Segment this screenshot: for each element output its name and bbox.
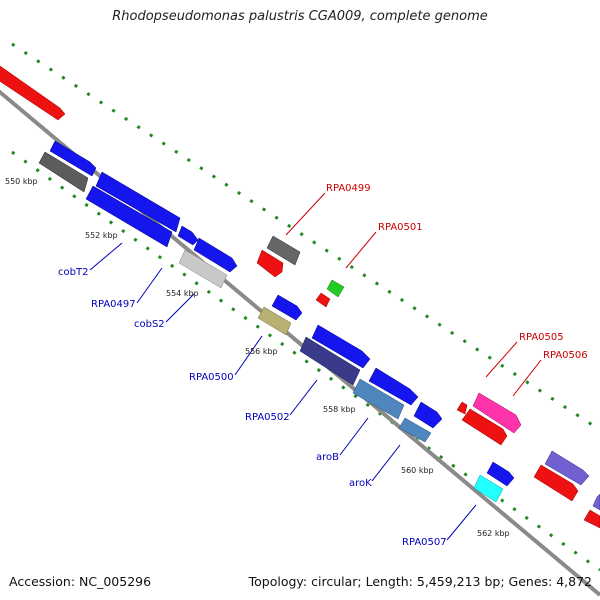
- gene-arrow-slateblue[interactable]: [544, 450, 590, 486]
- gene-arrow-red[interactable]: [533, 464, 579, 502]
- gene-arrow-green[interactable]: [326, 279, 345, 298]
- gene-label-rpa0502[interactable]: RPA0502: [245, 412, 290, 423]
- leader-arok: [371, 444, 401, 482]
- gene-arrow-blue[interactable]: [368, 367, 419, 406]
- tick-tracks: [11, 42, 600, 572]
- ruler-label: 550 kbp: [5, 177, 38, 186]
- leader-rpa0497: [136, 267, 163, 304]
- leader-rpa0502: [289, 379, 318, 416]
- gene-label-arob[interactable]: aroB: [316, 452, 339, 463]
- leader-rpa0505: [485, 341, 518, 378]
- gene-arrow-steelblue[interactable]: [352, 378, 405, 420]
- gene-labels: RPA0499 RPA0501 RPA0505 RPA0506 cobT2 RP…: [58, 183, 588, 548]
- tick-track-inner: [11, 150, 600, 572]
- gene-label-rpa0506[interactable]: RPA0506: [543, 350, 588, 361]
- gene-arrow-blue[interactable]: [49, 140, 97, 177]
- gene-label-rpa0499[interactable]: RPA0499: [326, 183, 371, 194]
- gene-label-rpa0497[interactable]: RPA0497: [91, 299, 136, 310]
- gene-arrow-red[interactable]: [256, 249, 284, 278]
- tick-track-outer: [11, 42, 600, 432]
- ruler-label: 554 kbp: [166, 289, 199, 298]
- gene-label-rpa0500[interactable]: RPA0500: [189, 372, 234, 383]
- gene-arrow-blue[interactable]: [311, 324, 371, 369]
- gene-label-arok[interactable]: aroK: [349, 478, 372, 489]
- gene-arrow-blue[interactable]: [486, 461, 515, 487]
- accession-text: Accession: NC_005296: [9, 574, 152, 589]
- gene-arrow-darkslate[interactable]: [299, 336, 361, 386]
- gene-arrow-magenta[interactable]: [472, 392, 522, 434]
- ruler-label: 556 kbp: [245, 347, 278, 356]
- gene-arrow-blue[interactable]: [95, 171, 181, 233]
- gene-label-rpa0505[interactable]: RPA0505: [519, 332, 564, 343]
- gene-arrow-olive[interactable]: [257, 306, 292, 336]
- ruler-label: 558 kbp: [323, 405, 356, 414]
- gene-arrow-steelblue[interactable]: [398, 417, 432, 443]
- gene-arrow-blue[interactable]: [413, 401, 443, 429]
- gene-label-cobs2[interactable]: cobS2: [134, 319, 165, 330]
- ruler-label: 552 kbp: [85, 231, 118, 240]
- gene-arrow-blue[interactable]: [193, 237, 238, 273]
- leader-cobs2: [165, 293, 195, 323]
- gene-label-rpa0507[interactable]: RPA0507: [402, 537, 447, 548]
- gene-label-rpa0501[interactable]: RPA0501: [378, 222, 423, 233]
- leader-arob: [339, 417, 369, 456]
- genome-summary-text: Topology: circular; Length: 5,459,213 bp…: [248, 574, 592, 589]
- gene-arrow-red[interactable]: [461, 408, 508, 446]
- genome-backbone: [0, 89, 600, 597]
- gene-label-cobt2[interactable]: cobT2: [58, 267, 88, 278]
- ruler-label: 562 kbp: [477, 529, 510, 538]
- gene-arrow-red[interactable]: [456, 401, 468, 415]
- gene-arrow-slateblue[interactable]: [592, 493, 600, 511]
- ruler-labels: 550 kbp 552 kbp 554 kbp 556 kbp 558 kbp …: [5, 177, 510, 538]
- gene-arrow-red[interactable]: [315, 292, 331, 308]
- gene-arrow-blue[interactable]: [85, 185, 173, 248]
- gene-arrow-lightgrey[interactable]: [178, 249, 228, 289]
- leader-cobt2: [89, 242, 123, 271]
- gene-arrow-cyan[interactable]: [473, 474, 504, 503]
- gene-arrow-blue[interactable]: [177, 225, 199, 246]
- page-title: Rhodopseudomonas palustris CGA009, compl…: [112, 9, 488, 24]
- leader-rpa0507: [446, 504, 477, 541]
- leader-rpa0500: [234, 335, 263, 376]
- gene-arrow-grey[interactable]: [266, 235, 301, 266]
- ruler-label: 560 kbp: [401, 466, 434, 475]
- leader-rpa0506: [512, 359, 542, 397]
- label-leaders: [89, 192, 542, 541]
- leader-rpa0501: [345, 231, 377, 269]
- gene-arrow-blue[interactable]: [271, 294, 303, 321]
- gene-arrow-grey[interactable]: [38, 151, 89, 193]
- gene-arrow-red[interactable]: [0, 65, 66, 121]
- gene-arrow-red[interactable]: [583, 509, 600, 529]
- gene-features: [0, 65, 600, 529]
- leader-rpa0499: [285, 192, 326, 236]
